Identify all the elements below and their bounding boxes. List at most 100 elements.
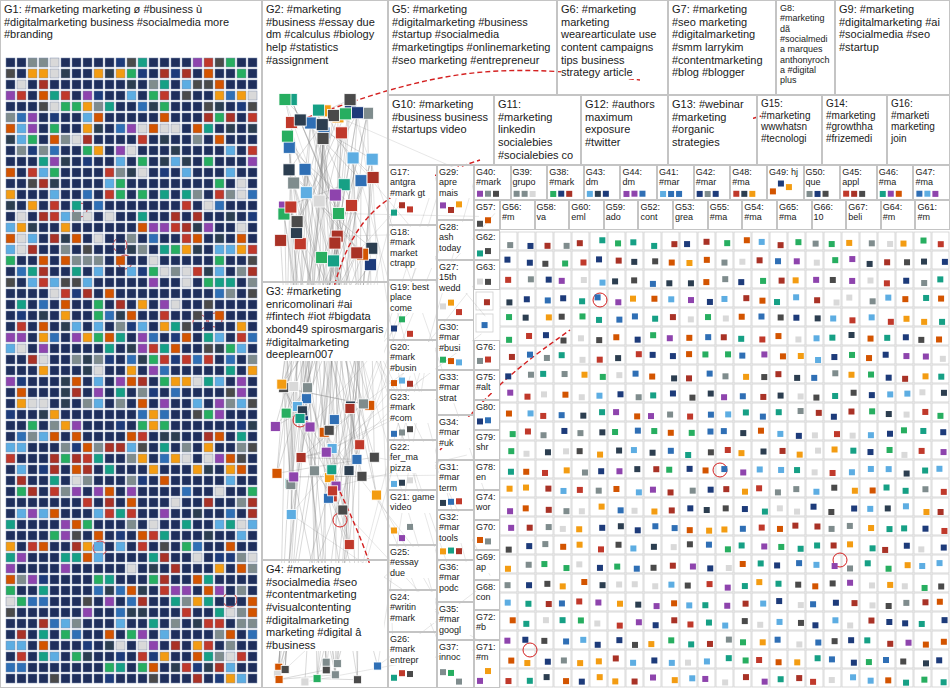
vertex-icon [105,432,114,441]
vertex-icon [72,630,81,639]
vertex-icon [138,465,147,474]
vertex-icon [138,124,147,133]
vertex-icon [171,135,180,144]
group-cell [896,327,913,345]
group-cell [806,403,823,421]
vertex-icon [149,333,158,342]
vertex-icon [6,245,15,254]
vertex-icon [215,179,224,188]
vertex-icon [72,608,81,617]
vertex-icon [17,421,26,430]
vertex-icon [215,674,224,683]
vertex-icon [50,168,59,177]
vertex-icon [50,531,59,540]
vertex-icon [193,487,202,496]
vertex-icon [72,564,81,573]
vertex-icon [105,421,114,430]
vertex-icon [105,311,114,320]
group-cell [500,365,517,383]
group-cell [644,517,661,535]
vertex-icon [127,597,136,606]
group-cell [896,289,913,307]
group-cell [518,498,535,516]
group-cell [878,498,895,516]
vertex-icon [94,245,103,254]
vertex-icon [105,586,114,595]
vertex-icon [182,300,191,309]
vertex-icon [28,487,37,496]
vertex-icon [72,652,81,661]
group-cell [662,498,679,516]
vertex-icon [83,388,92,397]
vertex-icon [215,443,224,452]
vertex-icon [116,69,125,78]
group-cell [914,365,931,383]
vertex-icon [39,91,48,100]
group-cell [788,574,805,592]
vertex-icon [39,487,48,496]
vertex-icon [28,509,37,518]
vertex-icon [138,344,147,353]
vertex-icon [39,69,48,78]
vertex-icon [138,575,147,584]
vertex-icon [138,619,147,628]
group-cell [860,517,877,535]
vertex-icon [116,278,125,287]
vertex-icon [193,366,202,375]
vertex-icon [6,432,15,441]
vertex-icon [182,355,191,364]
group-cell [932,403,949,421]
vertex-icon [149,366,158,375]
vertex-icon [83,256,92,265]
vertex-icon [6,608,15,617]
group-cell [896,593,913,611]
vertex-icon [204,487,213,496]
group-cell [860,327,877,345]
vertex-icon [182,399,191,408]
group-cell [536,479,553,497]
vertex-icon [39,168,48,177]
vertex-icon [72,168,81,177]
group-cell [914,232,931,250]
group-cell [932,517,949,535]
vertex-icon [39,454,48,463]
group-cell [500,593,517,611]
group-cell [698,289,715,307]
group-cell [680,308,697,326]
vertex-icon [215,410,224,419]
vertex-icon [61,113,70,122]
vertex-icon [17,355,26,364]
group-cell [680,650,697,668]
vertex-icon [72,355,81,364]
group-cell [662,536,679,554]
vertex-icon [39,575,48,584]
vertex-icon [171,168,180,177]
vertex-icon [50,509,59,518]
vertex-icon [50,311,59,320]
vertex-icon [6,399,15,408]
vertex-icon [72,157,81,166]
vertex-icon [138,520,147,529]
group-cell [644,574,661,592]
vertex-icon [193,102,202,111]
group-cell [716,346,733,364]
vertex-icon [17,619,26,628]
vertex-icon [160,256,169,265]
vertex-icon [83,487,92,496]
vertex-icon [149,179,158,188]
vertex-icon [138,179,147,188]
vertex-icon [127,124,136,133]
vertex-icon [127,586,136,595]
vertex-icon [182,267,191,276]
group-cell [608,232,625,250]
vertex-icon [61,355,70,364]
group-cell [824,270,841,288]
vertex-icon [50,135,59,144]
group-cell [644,612,661,630]
group-cell [698,650,715,668]
vertex-icon [72,135,81,144]
vertex-icon [138,586,147,595]
group-cell [554,612,571,630]
group-cell [590,460,607,478]
vertex-icon [72,641,81,650]
